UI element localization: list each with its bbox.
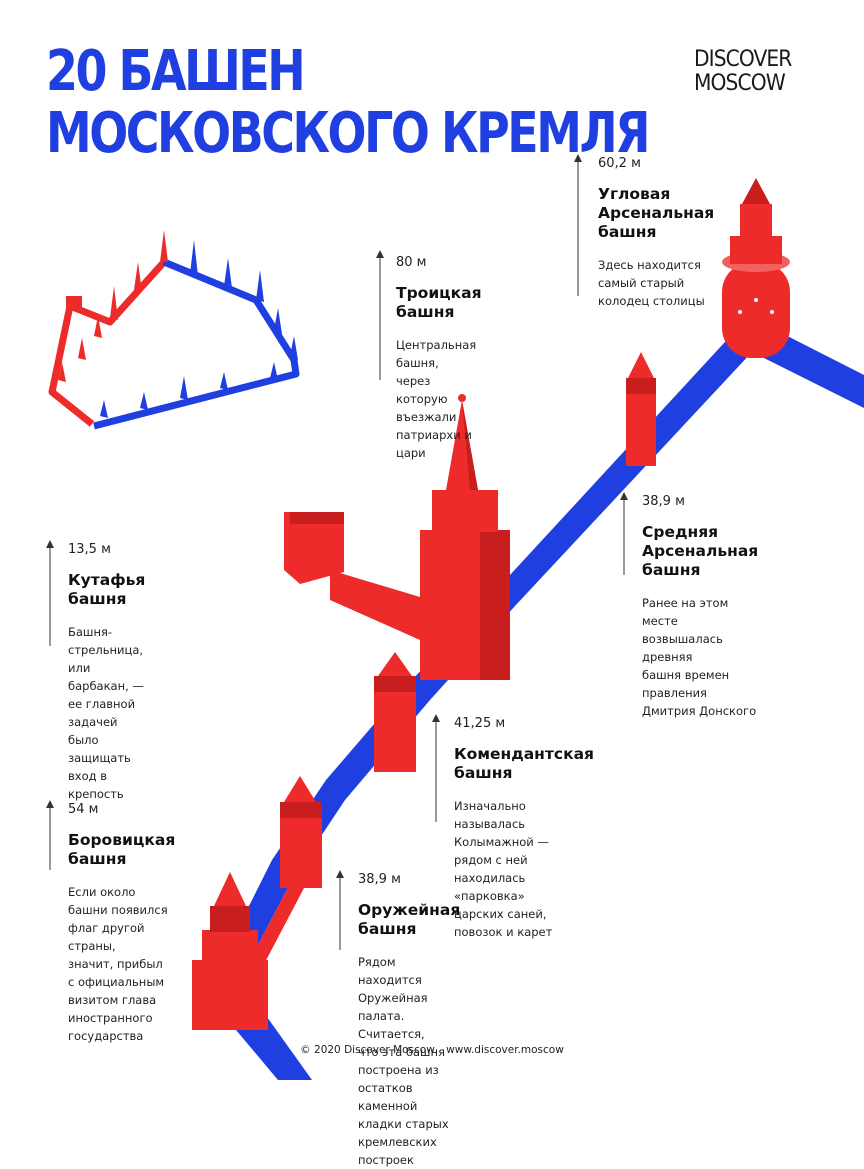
tower-description: Если около башни появился флаг другой ст… xyxy=(68,885,168,1043)
kremlin-wall-red-segment xyxy=(250,880,304,968)
info-arrows xyxy=(46,154,628,950)
komendantskaya-tower-illustration xyxy=(374,652,416,772)
page-title-line-2: МОСКОВСКОГО КРЕМЛЯ xyxy=(46,101,650,166)
uglovaya-tower-illustration xyxy=(722,178,790,358)
tower-description: Башня-стрельница, или барбакан, — ее гла… xyxy=(68,625,144,801)
kremlin-wall-blue xyxy=(222,318,864,1080)
tower-description: Здесь находится самый старый колодец сто… xyxy=(598,258,705,308)
logo-line-1: DISCOVER xyxy=(694,47,792,72)
kremlin-wall-illustration xyxy=(46,154,864,1080)
tower-name: Троицкая башня xyxy=(396,284,482,321)
tower-name: Боровицкая башня xyxy=(68,831,176,868)
page-title-line-1: 20 БАШЕН xyxy=(46,39,306,104)
tower-height: 38,9 м xyxy=(642,494,685,509)
tower-name: Средняя Арсенальная башня xyxy=(642,523,759,579)
tower-height: 80 м xyxy=(396,255,427,270)
tower-height: 41,25 м xyxy=(454,716,506,731)
tower-height: 60,2 м xyxy=(598,156,641,171)
tower-height: 13,5 м xyxy=(68,542,111,557)
tower-name: Угловая Арсенальная башня xyxy=(598,185,715,241)
troitskaya-tower-illustration xyxy=(284,394,510,680)
borovitskaya-tower-illustration xyxy=(192,872,268,1030)
tower-description: Ранее на этом месте возвышалась древняя … xyxy=(642,596,757,718)
tower-name: Кутафья башня xyxy=(68,571,146,608)
tower-description: Изначально называлась Колымажной — рядом… xyxy=(454,799,553,939)
footer-url[interactable]: www.discover.moscow xyxy=(446,1044,564,1056)
srednyaya-tower-illustration xyxy=(626,352,656,466)
tower-height: 38,9 м xyxy=(358,872,401,887)
oruzheinaya-tower-illustration xyxy=(280,776,322,888)
tower-description: Центральная башня, через которую въезжал… xyxy=(396,338,477,460)
footer: © 2020 Discover Moscow www.discover.mosc… xyxy=(0,1044,864,1056)
logo-line-2: MOSCOW xyxy=(694,71,786,96)
tower-name: Комендантская башня xyxy=(454,745,594,782)
discover-moscow-logo: DISCOVER MOSCOW xyxy=(694,47,792,96)
tower-height: 54 м xyxy=(68,802,99,817)
footer-copyright: © 2020 Discover Moscow xyxy=(300,1044,435,1056)
tower-description: Рядом находится Оружейная палата. Считае… xyxy=(358,955,449,1167)
kremlin-map-icon xyxy=(48,230,300,430)
tower-name: Оружейная башня xyxy=(358,901,461,938)
